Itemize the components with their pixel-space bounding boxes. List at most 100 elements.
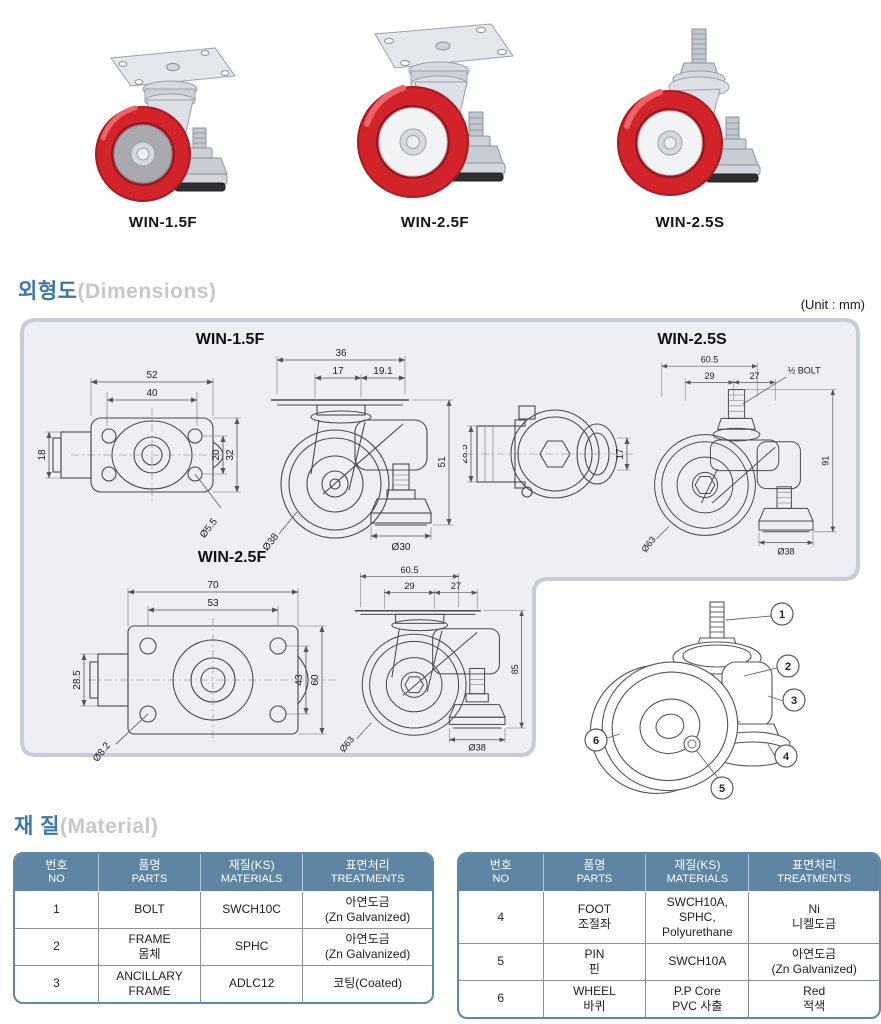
cell-no: 3 [15,964,99,1002]
drawing-win-1-5f-side-view: 36 17 19.1 51 Ø30 Ø38 [261,348,453,553]
wheel [617,89,723,196]
cell-materials: SWCH10A [645,942,750,981]
callout-3: 3 [767,688,806,712]
callout-2: 2 [743,654,800,678]
product-photo-win-1-5f [95,47,236,202]
dim-25f-plate-hole: Ø8.2 [91,740,113,761]
callout-4: 4 [767,743,798,768]
cell-no: 1 [15,890,99,929]
material-title-english: (Material) [59,815,159,838]
cell-no: 4 [459,890,544,944]
cell-no: 2 [15,927,99,966]
dim-15f-side-17: 17 [332,366,344,377]
dim-15f-plate-52: 52 [146,370,158,381]
drawing-title-win-2-5s: WIN-2.5S [657,331,727,348]
dim-25s-side-bolt: ½ BOLT [788,365,821,375]
pin-part [683,735,701,753]
dim-15f-side-foot: Ø30 [392,542,411,553]
cell-no: 5 [459,942,544,981]
callout-number-5: 5 [719,783,725,795]
cell-materials: SPHC [200,927,304,966]
dim-25f-plate-70: 70 [207,580,219,591]
cell-parts: BOLT [97,890,202,929]
dim-25f-side-27: 27 [451,581,461,591]
dim-15f-plate-hole: Ø5.5 [198,516,220,540]
cell-treatments: 아연도금(Zn Galvanized) [302,890,432,929]
wheel [95,105,191,202]
cell-treatments: 아연도금(Zn Galvanized) [748,942,879,981]
callout-number-2: 2 [785,661,791,673]
drawing-win-2-5s-front-view: 28.5 17 [463,405,635,499]
dim-15f-side-19-1: 19.1 [373,366,393,377]
callout-number-1: 1 [779,609,785,621]
dim-25f-plate-28-5: 28.5 [72,670,83,690]
drawing-win-1-5f-plate-view: 52 40 18 20 32 Ø5.5 [37,370,241,540]
drawing-win-2-5f-side-view: 60.5 29 27 85 Ø38 Ø63 [340,565,526,754]
mount-plate [374,23,514,69]
dim-15f-plate-32: 32 [225,449,236,461]
dimensions-section-title: 외형도(Dimensions) [18,275,216,305]
dim-25f-plate-60: 60 [310,674,321,686]
drawing-title-win-2-5f: WIN-2.5F [197,549,267,566]
wheel [357,85,469,198]
product-photo-win-2-5f [357,23,514,198]
dim-25s-side-91: 91 [820,456,830,466]
dim-25s-side-60-5: 60.5 [701,355,719,365]
table-row: 1 BOLT SWCH10C 아연도금(Zn Galvanized) [15,890,432,929]
callout-number-6: 6 [593,735,599,747]
product-label-win-1-5f: WIN-1.5F [128,214,198,231]
wheel-part [589,661,739,794]
dim-25s-side-27: 27 [749,371,759,381]
dimensions-title-korean: 외형도 [18,280,78,303]
header-materials: 재질(KS)MATERIALS [645,854,750,892]
unit-label: (Unit : mm) [800,297,865,312]
callout-number-4: 4 [783,751,790,763]
dim-25f-side-29: 29 [404,581,414,591]
drawing-title-win-1-5f: WIN-1.5F [195,331,265,348]
callout-1: 1 [725,602,794,626]
dim-25s-side-foot: Ø38 [777,546,794,556]
callout-6: 6 [584,728,621,752]
dim-25f-plate-43: 43 [294,674,305,686]
material-title-korean: 재 질 [14,815,60,838]
dim-15f-side-51: 51 [437,456,448,468]
cell-no: 6 [459,979,544,1017]
product-photo-win-2-5s [617,28,761,196]
dim-15f-plate-20: 20 [211,449,222,461]
dim-15f-side-36: 36 [335,348,347,359]
dim-25f-side-foot: Ø38 [468,743,485,753]
dimensions-title-english: (Dimensions) [77,280,217,303]
dim-25f-plate-53: 53 [207,598,219,609]
drawing-win-2-5f-plate-view: 70 53 28.5 43 60 Ø8.2 [72,580,338,761]
cell-treatments: 아연도금(Zn Galvanized) [302,927,432,966]
dim-25f-side-85: 85 [510,664,520,674]
dim-25f-side-wheel: Ø63 [340,735,356,754]
mount-plate [110,47,236,87]
product-label-win-2-5f: WIN-2.5F [400,214,470,231]
dim-25s-front-17: 17 [615,448,626,460]
callout-number-3: 3 [791,695,797,707]
cell-materials: SWCH10A, SPHC,Polyurethane [645,890,750,944]
exploded-parts-diagram: 1 2 3 4 5 6 [584,601,806,800]
dimensions-panel [20,318,860,757]
callout-5: 5 [695,749,734,800]
dim-15f-plate-40: 40 [146,388,158,399]
cell-treatments: 코팅(Coated) [302,964,432,1002]
